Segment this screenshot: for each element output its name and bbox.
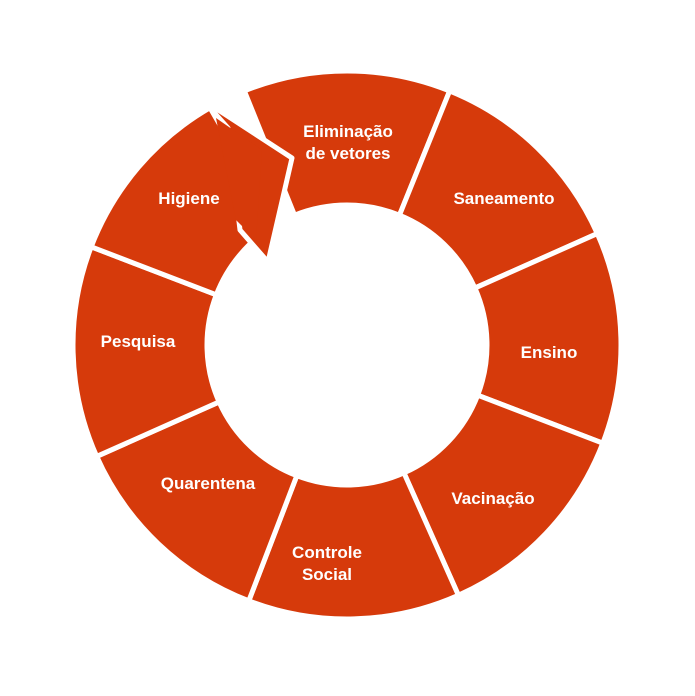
label-higiene: Higiene: [158, 189, 219, 208]
label-ensino-line-1: Ensino: [521, 343, 578, 362]
ring-segments: [70, 68, 624, 622]
cycle-arrow-body: [216, 118, 262, 240]
label-ensino: Ensino: [521, 343, 578, 362]
label-saneamento-line-1: Saneamento: [453, 189, 554, 208]
label-higiene-line-1: Higiene: [158, 189, 219, 208]
label-vacinacao: Vacinação: [451, 489, 534, 508]
label-pesquisa: Pesquisa: [101, 332, 176, 351]
segment-labels: Eliminação de vetoresSaneamentoEnsinoVaci…: [101, 122, 578, 584]
label-vacinacao-line-1: Vacinação: [451, 489, 534, 508]
segment-eliminacao: [241, 68, 453, 219]
label-saneamento: Saneamento: [453, 189, 554, 208]
label-quarentena: Quarentena: [161, 474, 256, 493]
label-eliminacao: Eliminação de vetores: [303, 122, 393, 163]
label-controle-social-line-1: Controle: [292, 543, 362, 562]
segment-saneamento: [396, 87, 601, 292]
label-pesquisa-line-1: Pesquisa: [101, 332, 176, 351]
label-controle-social-line-2: Social: [302, 565, 352, 584]
label-eliminacao-line-1: Eliminação: [303, 122, 393, 141]
label-eliminacao-line-2: de vetores: [305, 144, 390, 163]
label-quarentena-line-1: Quarentena: [161, 474, 256, 493]
